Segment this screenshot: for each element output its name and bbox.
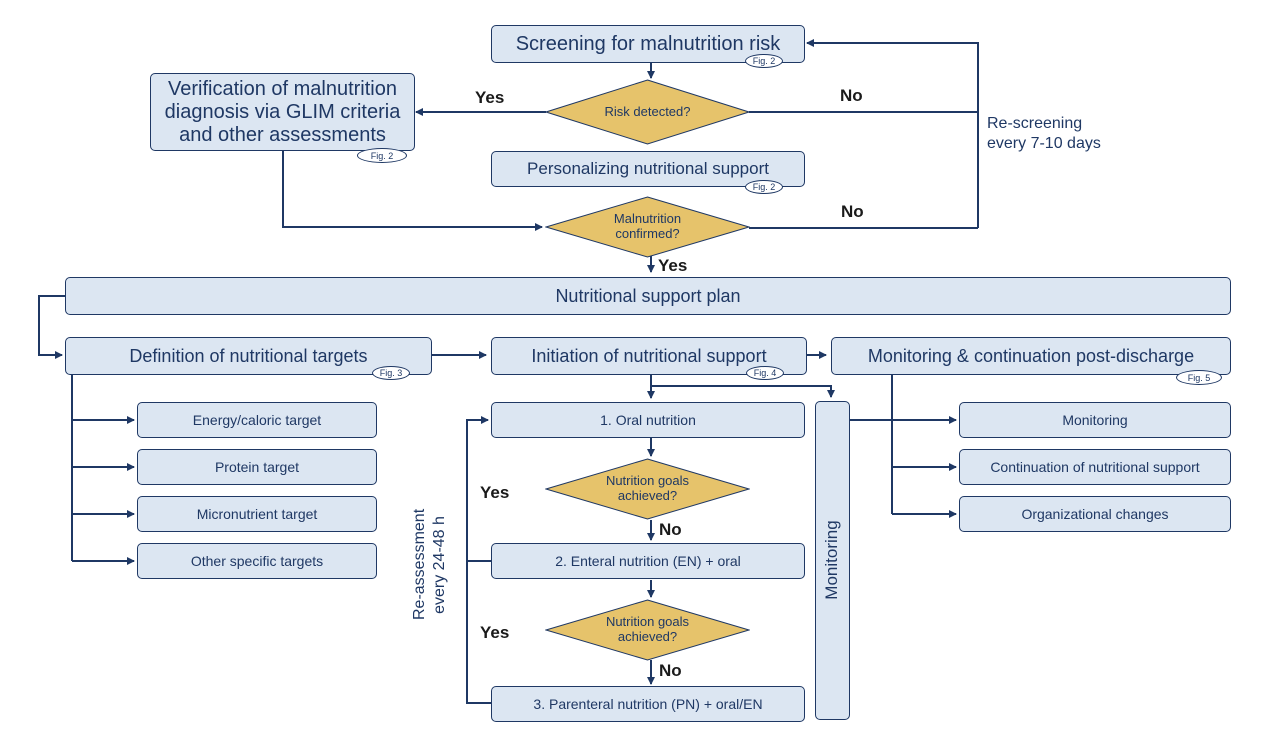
no-label: No — [659, 661, 682, 680]
initiation-box: Initiation of nutritional support — [491, 337, 807, 375]
nutritional-support-plan-box: Nutritional support plan — [65, 277, 1231, 315]
malnutrition-confirmed-decision: Malnutrition confirmed? — [545, 196, 750, 258]
fig-ref-badge: Fig. 4 — [746, 366, 784, 380]
arrow-verification-to-confirmed — [282, 150, 543, 231]
no-label: No — [840, 86, 863, 105]
protein-target-box: Protein target — [137, 449, 377, 485]
fig-ref-badge: Fig. 3 — [372, 366, 410, 380]
other-targets-box: Other specific targets — [137, 543, 377, 579]
screening-box: Screening for malnutrition risk — [491, 25, 805, 63]
risk-detected-decision: Risk detected? — [545, 79, 750, 145]
monitoring-box: Monitoring — [959, 402, 1231, 438]
reassessment-note: Re-assessment every 24-48 h — [411, 508, 448, 620]
fig-ref-badge: Fig. 2 — [357, 148, 407, 163]
rescreening-note: Re-screening every 7-10 days — [987, 115, 1101, 152]
fig-ref-badge: Fig. 2 — [745, 54, 783, 68]
monitoring-continuation-box: Monitoring & continuation post-discharge — [831, 337, 1231, 375]
continuation-box: Continuation of nutritional support — [959, 449, 1231, 485]
monitoring-column-box — [815, 401, 850, 720]
oral-nutrition-box: 1. Oral nutrition — [491, 402, 805, 438]
yes-label: Yes — [475, 88, 505, 107]
verification-box: Verification of malnutrition diagnosis v… — [150, 73, 415, 151]
goals-achieved-decision-2: Nutrition goals achieved? — [545, 599, 750, 661]
arrow-plan-to-definition — [38, 295, 65, 359]
yes-label: Yes — [480, 483, 510, 502]
no-label: No — [659, 520, 682, 539]
energy-target-box: Energy/caloric target — [137, 402, 377, 438]
personalizing-box: Personalizing nutritional support — [491, 151, 805, 187]
goals-achieved-decision-1: Nutrition goals achieved? — [545, 458, 750, 520]
monitoring-column-label: Monitoring — [822, 520, 841, 600]
fig-ref-badge: Fig. 2 — [745, 180, 783, 194]
yes-label: Yes — [480, 623, 510, 642]
definition-box: Definition of nutritional targets — [65, 337, 432, 375]
enteral-nutrition-box: 2. Enteral nutrition (EN) + oral — [491, 543, 805, 579]
micronutrient-target-box: Micronutrient target — [137, 496, 377, 532]
yes-label: Yes — [658, 256, 688, 275]
arrow-initiation-to-monitoring-column — [651, 385, 835, 398]
parenteral-nutrition-box: 3. Parenteral nutrition (PN) + oral/EN — [491, 686, 805, 722]
no-label: No — [841, 202, 864, 221]
arrow-rescreen-loop — [806, 39, 979, 228]
organizational-changes-box: Organizational changes — [959, 496, 1231, 532]
fig-ref-badge: Fig. 5 — [1176, 370, 1222, 385]
